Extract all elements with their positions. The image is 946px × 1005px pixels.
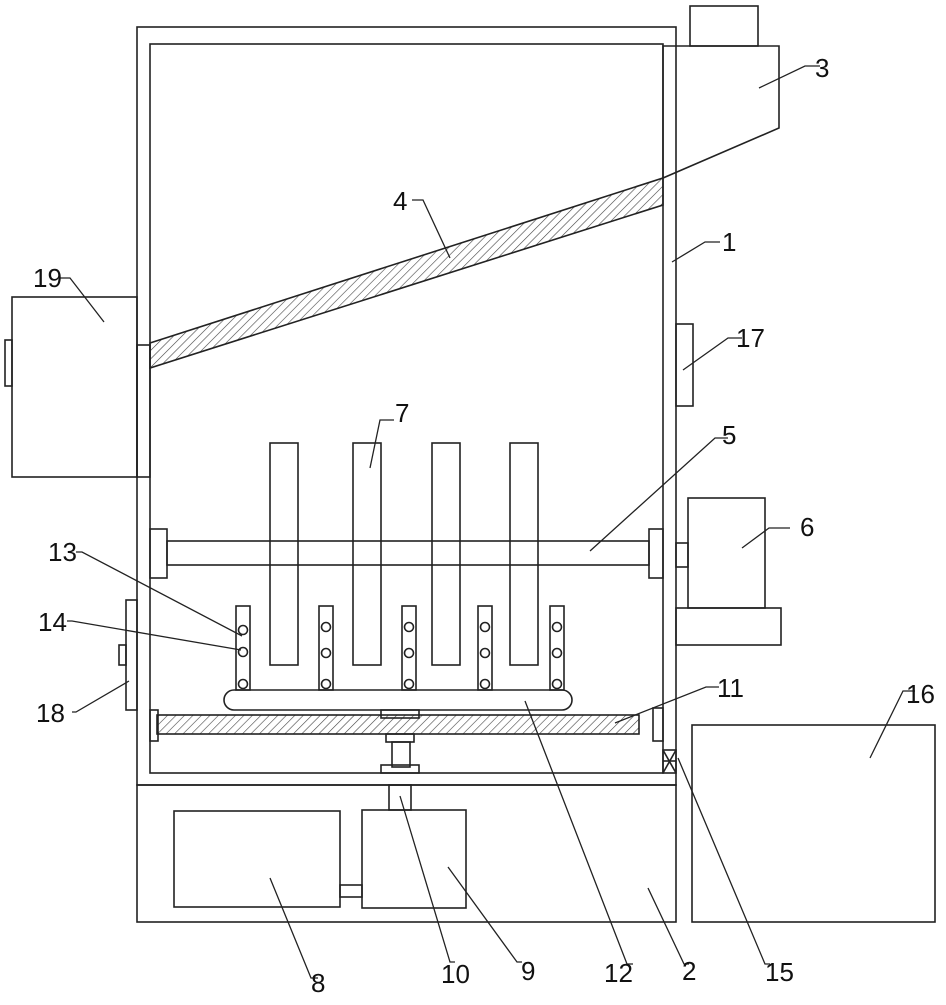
coupling-top	[385, 733, 415, 743]
gear-motor-9	[361, 809, 467, 909]
side-box-connector	[136, 344, 151, 478]
bearing-left	[149, 528, 168, 579]
label-10: 10	[441, 959, 470, 989]
feed-hopper	[662, 45, 780, 180]
side-panel-17	[675, 323, 694, 407]
rotating-shaft	[166, 540, 650, 566]
label-11: 11	[717, 673, 744, 703]
collection-box	[691, 724, 936, 923]
label-7: 7	[395, 398, 409, 428]
side-panel-18-knob	[118, 644, 127, 666]
label-12: 12	[604, 958, 633, 988]
side-box-handle	[4, 339, 13, 387]
shaft-coupling	[675, 542, 689, 568]
label-17: 17	[736, 323, 765, 353]
coupling-bottom	[380, 764, 420, 774]
blade-2	[352, 442, 382, 666]
leader-lines	[60, 65, 915, 979]
blade-1	[269, 442, 299, 666]
label-3: 3	[815, 53, 829, 83]
rotating-bar	[223, 689, 573, 711]
blade-3	[431, 442, 461, 666]
motor-mount	[675, 607, 782, 646]
blade-4	[509, 442, 539, 666]
label-6: 6	[800, 512, 814, 542]
label-2: 2	[682, 956, 696, 986]
hopper-cap	[689, 5, 759, 47]
label-8: 8	[311, 968, 325, 998]
label-5: 5	[722, 420, 736, 450]
label-1: 1	[722, 227, 736, 257]
plate-support-left	[149, 709, 159, 742]
label-18: 18	[36, 698, 65, 728]
label-4: 4	[393, 186, 407, 216]
side-panel-18	[125, 599, 138, 711]
plate-support-right	[652, 707, 664, 742]
label-9: 9	[521, 956, 535, 986]
rod-balls	[237, 621, 563, 690]
motor	[687, 497, 766, 609]
box-8	[173, 810, 341, 908]
coupling-body	[391, 741, 411, 768]
bearing-right	[648, 528, 664, 579]
plate-hub	[380, 709, 420, 719]
label-14: 14	[38, 607, 67, 637]
label-15: 15	[765, 957, 794, 987]
label-16: 16	[906, 679, 935, 709]
base-box	[136, 784, 677, 923]
label-13: 13	[48, 537, 77, 567]
connector-8-9	[339, 884, 363, 898]
side-box-left	[11, 296, 138, 478]
label-19: 19	[33, 263, 62, 293]
